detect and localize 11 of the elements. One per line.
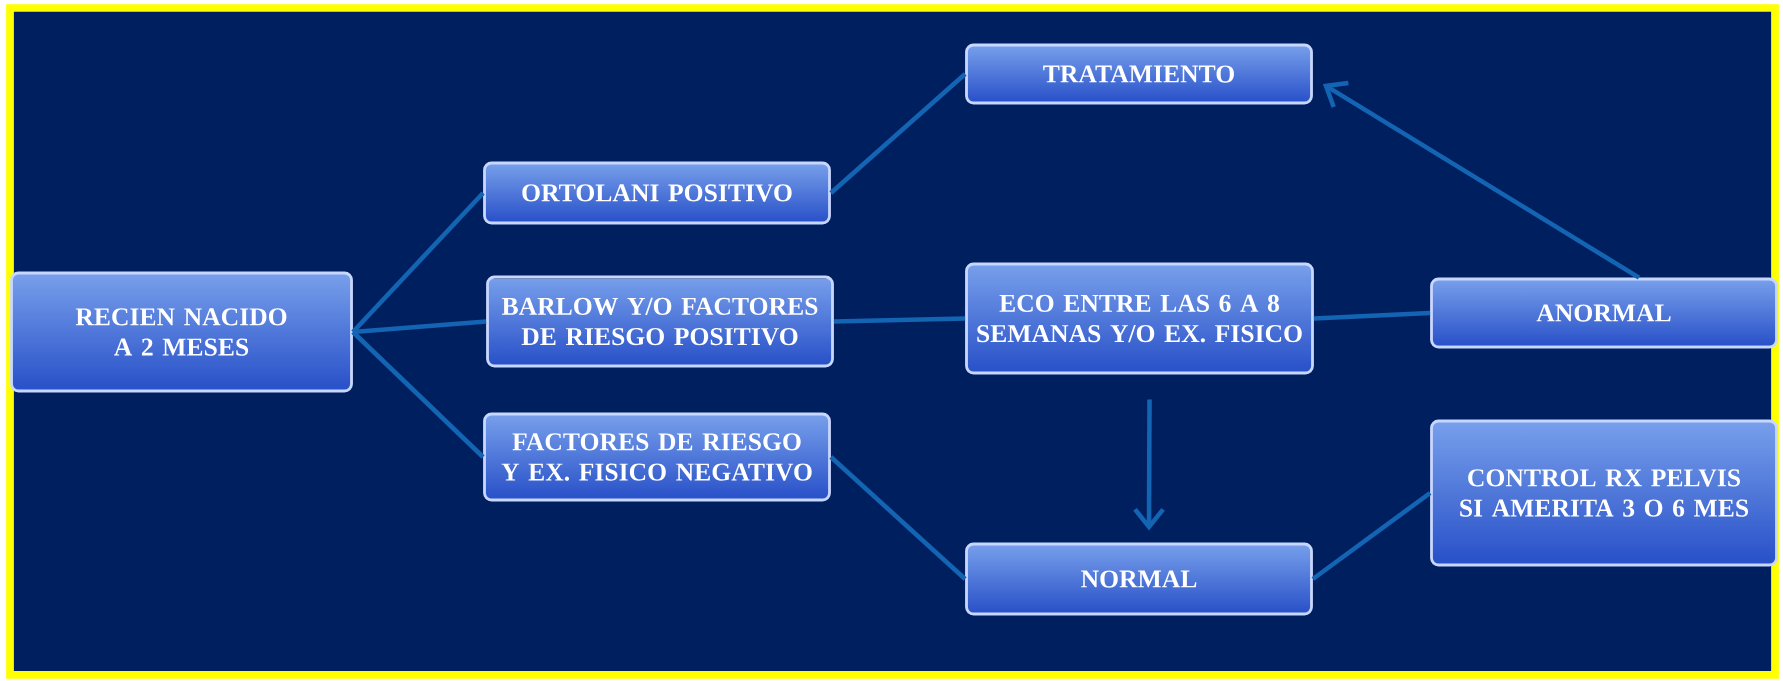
process-box: ECO ENTRE LAS 6 A 8 SEMANAS Y/O EX. FISICO: [965, 262, 1314, 375]
process-box: CONTROL RX PELVIS SI AMERITA 3 O 6 MES: [1430, 419, 1778, 567]
arrow: [1133, 399, 1165, 531]
process-box: BARLOW Y/O FACTORES DE RIESGO POSITIVO: [486, 275, 834, 368]
process-box: RECIEN NACIDO A 2 MESES: [10, 271, 353, 393]
process-box: ANORMAL: [1430, 277, 1778, 349]
process-box: FACTORES DE RIESGO Y EX. FISICO NEGATIVO: [483, 412, 831, 502]
arrow: [1322, 80, 1641, 280]
process-box: ORTOLANI POSITIVO: [483, 161, 831, 225]
process-box: TRATAMIENTO: [965, 43, 1313, 105]
process-box: NORMAL: [965, 542, 1313, 616]
